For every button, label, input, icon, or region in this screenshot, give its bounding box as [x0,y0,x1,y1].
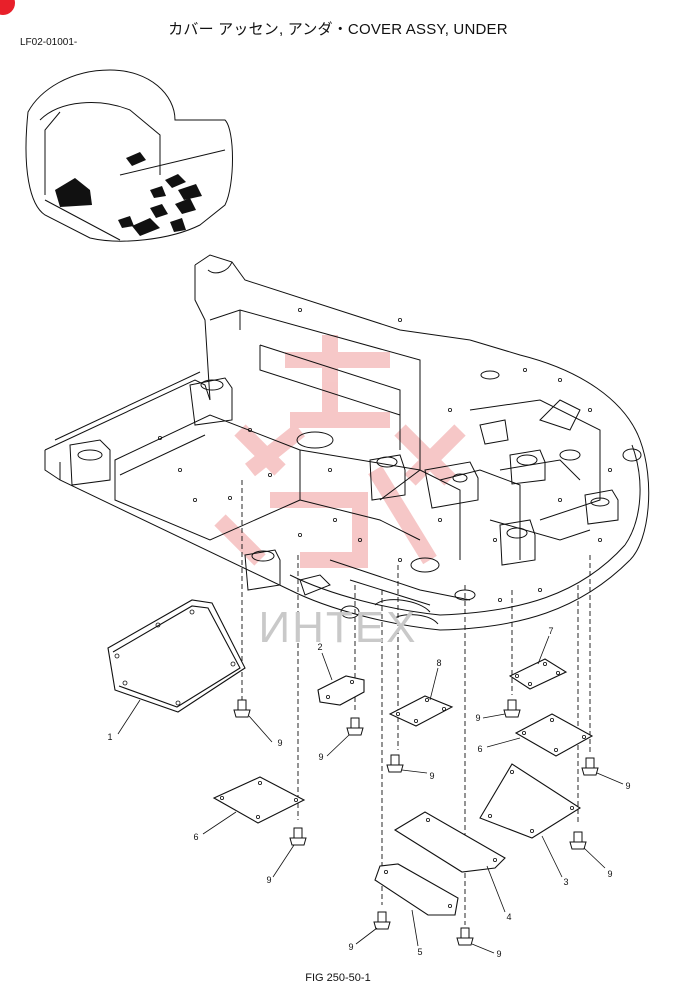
callout-5: 5 [417,947,422,957]
bolt [373,911,391,930]
callout-3: 3 [563,877,568,887]
bolts [233,699,599,946]
bolt [581,757,599,776]
machine-thumbnail [25,69,233,242]
callout-7: 7 [548,626,553,636]
bolt [289,827,307,846]
thumbnail-cover-marks [55,152,202,236]
cover-7 [508,658,568,690]
figure-caption: FIG 250-50-1 [305,972,371,984]
cover-8 [388,695,454,727]
callout-6-right: 6 [477,744,482,754]
callout-9: 9 [607,869,612,879]
cover-6-left [212,776,306,824]
red-stamp [214,335,466,568]
bolt [456,927,474,946]
callout-4: 4 [506,912,511,922]
callout-8: 8 [436,658,441,668]
callout-9: 9 [348,942,353,952]
callout-9: 9 [496,949,501,959]
cover-holes [114,609,587,909]
frame-holes [157,307,613,603]
leader-lines [117,635,624,954]
callout-9: 9 [277,738,282,748]
cover-5 [374,863,459,916]
cover-4 [393,811,506,873]
bolt [569,831,587,850]
callout-9: 9 [475,713,480,723]
bolt [386,754,404,773]
callout-6-left: 6 [193,832,198,842]
callout-labels: 1 2 3 4 5 6 6 7 8 9 9 9 9 9 9 9 9 9 [107,626,630,959]
cover-1 [107,599,246,713]
callout-9: 9 [318,752,323,762]
callout-9: 9 [266,875,271,885]
cover-3 [479,763,582,839]
cover-6-right [514,713,594,757]
callout-9: 9 [625,781,630,791]
upper-frame [44,254,650,631]
corner-badge [0,0,15,15]
callout-9: 9 [429,771,434,781]
serial-range: LF02-01001- [20,37,78,48]
cover-2 [317,675,365,706]
bolt [503,699,521,718]
bolt [346,717,364,736]
watermark-text: ИНТЕХ [259,603,418,652]
callout-2: 2 [317,642,322,652]
bolt [233,699,251,718]
page-title: カバー アッセン, アンダ・COVER ASSY, UNDER [168,21,508,38]
callout-1: 1 [107,732,112,742]
